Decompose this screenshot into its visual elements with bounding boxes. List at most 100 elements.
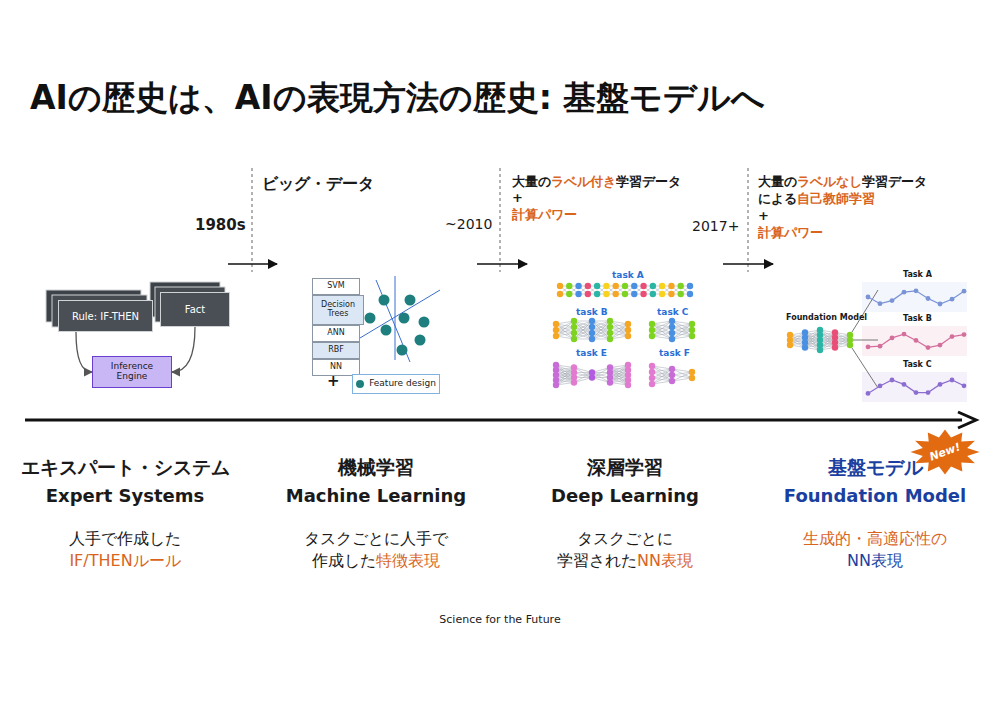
task-panel	[862, 326, 967, 356]
task-label: task E	[576, 348, 607, 359]
branch-line	[852, 290, 878, 332]
era-name: 深層学習	[587, 456, 663, 479]
task-label: task E	[576, 348, 607, 358]
era-note: ビッグ・データ	[262, 174, 374, 193]
era-description: タスクごとに人手で	[304, 529, 448, 548]
era-description: タスクごとに	[577, 529, 673, 548]
era-note: 大量のラベルなし学習データ	[758, 174, 927, 190]
era-note: 計算パワー	[512, 207, 577, 222]
task-label: Task C	[903, 360, 932, 370]
era-name: 機械学習	[338, 456, 414, 479]
era-description: タスクごとに	[577, 529, 673, 548]
node-text: Inference Engine	[96, 362, 168, 382]
era-note: 計算パワー	[758, 225, 823, 241]
era-name: 基盤モデル	[828, 456, 923, 478]
plus-sign: +	[758, 208, 769, 223]
fact-card: Fact	[160, 292, 230, 327]
task-panel	[862, 372, 967, 402]
plus-sign: +	[327, 372, 340, 390]
plus-sign: +	[512, 190, 523, 206]
model-cell: Decision Trees	[312, 295, 364, 325]
era-name: Expert Systems	[46, 485, 204, 506]
year-label: 2017+	[692, 218, 739, 234]
era-name: Machine Learning	[286, 485, 466, 507]
task-label: Task A	[903, 270, 932, 279]
task-panel	[862, 282, 967, 312]
model-cell: ANN	[312, 325, 360, 342]
era-name: 機械学習	[338, 456, 414, 478]
era-description: 学習されたNN表現	[557, 551, 693, 570]
era-note: による	[758, 191, 797, 206]
node-text: Fact	[185, 304, 205, 315]
era-note: 学習データ	[616, 174, 681, 189]
era-note: 自己教師学習	[797, 191, 875, 206]
era-description: 生成的・高適応性の	[803, 529, 947, 548]
transition-arrow	[477, 263, 527, 265]
model-cell: SVM	[312, 278, 360, 295]
network-drawings	[553, 283, 967, 396]
era-name: エキスパート・システム	[21, 456, 230, 478]
task-label: task A	[612, 270, 644, 281]
year-label: 1980s	[195, 216, 246, 234]
task-label: task F	[659, 348, 690, 358]
era-name: Expert Systems	[46, 485, 204, 507]
node-text: Rule: IF-THEN	[72, 311, 139, 322]
era-description: 生成的・高適応性の	[803, 529, 947, 548]
era-note: 大量のラベル付き学習データ	[512, 174, 681, 190]
branch-line	[852, 348, 878, 388]
era-note: 大量の	[512, 174, 551, 189]
era-description: NN表現	[847, 551, 903, 570]
branch-line	[852, 340, 878, 341]
era-note: 学習データ	[862, 174, 927, 189]
node-text: Feature design	[369, 379, 436, 389]
era-note: ビッグ・データ	[262, 174, 374, 193]
task-label: Task C	[903, 360, 932, 369]
era-description: NN表現	[637, 551, 693, 570]
era-name: 基盤モデル	[828, 456, 923, 479]
node-text: RBF	[328, 346, 344, 355]
footer-text: Science for the Future	[439, 613, 560, 626]
era-description: 学習された	[557, 551, 637, 570]
task-label: task B	[576, 307, 608, 318]
node-text: Decision Trees	[316, 301, 360, 319]
era-description: タスクごとに人手で	[304, 529, 448, 548]
era-description: 人手で作成した	[69, 529, 181, 548]
era-name: エキスパート・システム	[21, 456, 230, 479]
era-note: 計算パワー	[758, 225, 823, 240]
inference-arrow	[76, 332, 92, 372]
era-name: Deep Learning	[551, 485, 699, 506]
era-name: Machine Learning	[286, 485, 466, 506]
year-label: 2017+	[692, 218, 739, 235]
feature-dot	[356, 380, 364, 388]
era-name: Foundation Model	[784, 485, 966, 507]
era-divider	[252, 168, 253, 272]
task-label: task B	[576, 307, 608, 317]
model-label: Foundation Model	[786, 313, 867, 323]
era-description: NN表現	[847, 551, 903, 570]
era-note: 大量の	[758, 174, 797, 189]
node-text: ANN	[327, 329, 344, 338]
year-label: ~2010	[445, 216, 492, 232]
transition-arrow	[228, 263, 277, 265]
era-name: 深層学習	[587, 456, 663, 478]
scatter-plot	[360, 276, 440, 362]
feature-box: Feature design	[352, 374, 440, 394]
task-label: task A	[612, 270, 644, 280]
era-description: 特徴表現	[376, 551, 440, 570]
era-description: IF/THENルール	[69, 551, 180, 570]
page-title: AIの歴史は、AIの表現方法の歴史: 基盤モデルへ	[30, 76, 765, 121]
era-description: 作成した特徴表現	[312, 551, 440, 570]
era-note: 計算パワー	[512, 207, 577, 223]
node-text: NN	[330, 363, 342, 372]
plus-sign: +	[512, 190, 523, 205]
plus-sign: +	[327, 372, 340, 390]
era-note: による自己教師学習	[758, 191, 875, 207]
rule-card: Rule: IF-THEN	[58, 300, 153, 332]
task-label: Task A	[903, 270, 932, 280]
footer-text: Science for the Future	[439, 613, 560, 626]
model-cell: RBF	[312, 342, 360, 359]
timeline-head	[958, 412, 976, 428]
era-description: IF/THENルール	[69, 551, 180, 570]
task-label: Task B	[903, 314, 932, 324]
era-divider	[748, 168, 749, 272]
